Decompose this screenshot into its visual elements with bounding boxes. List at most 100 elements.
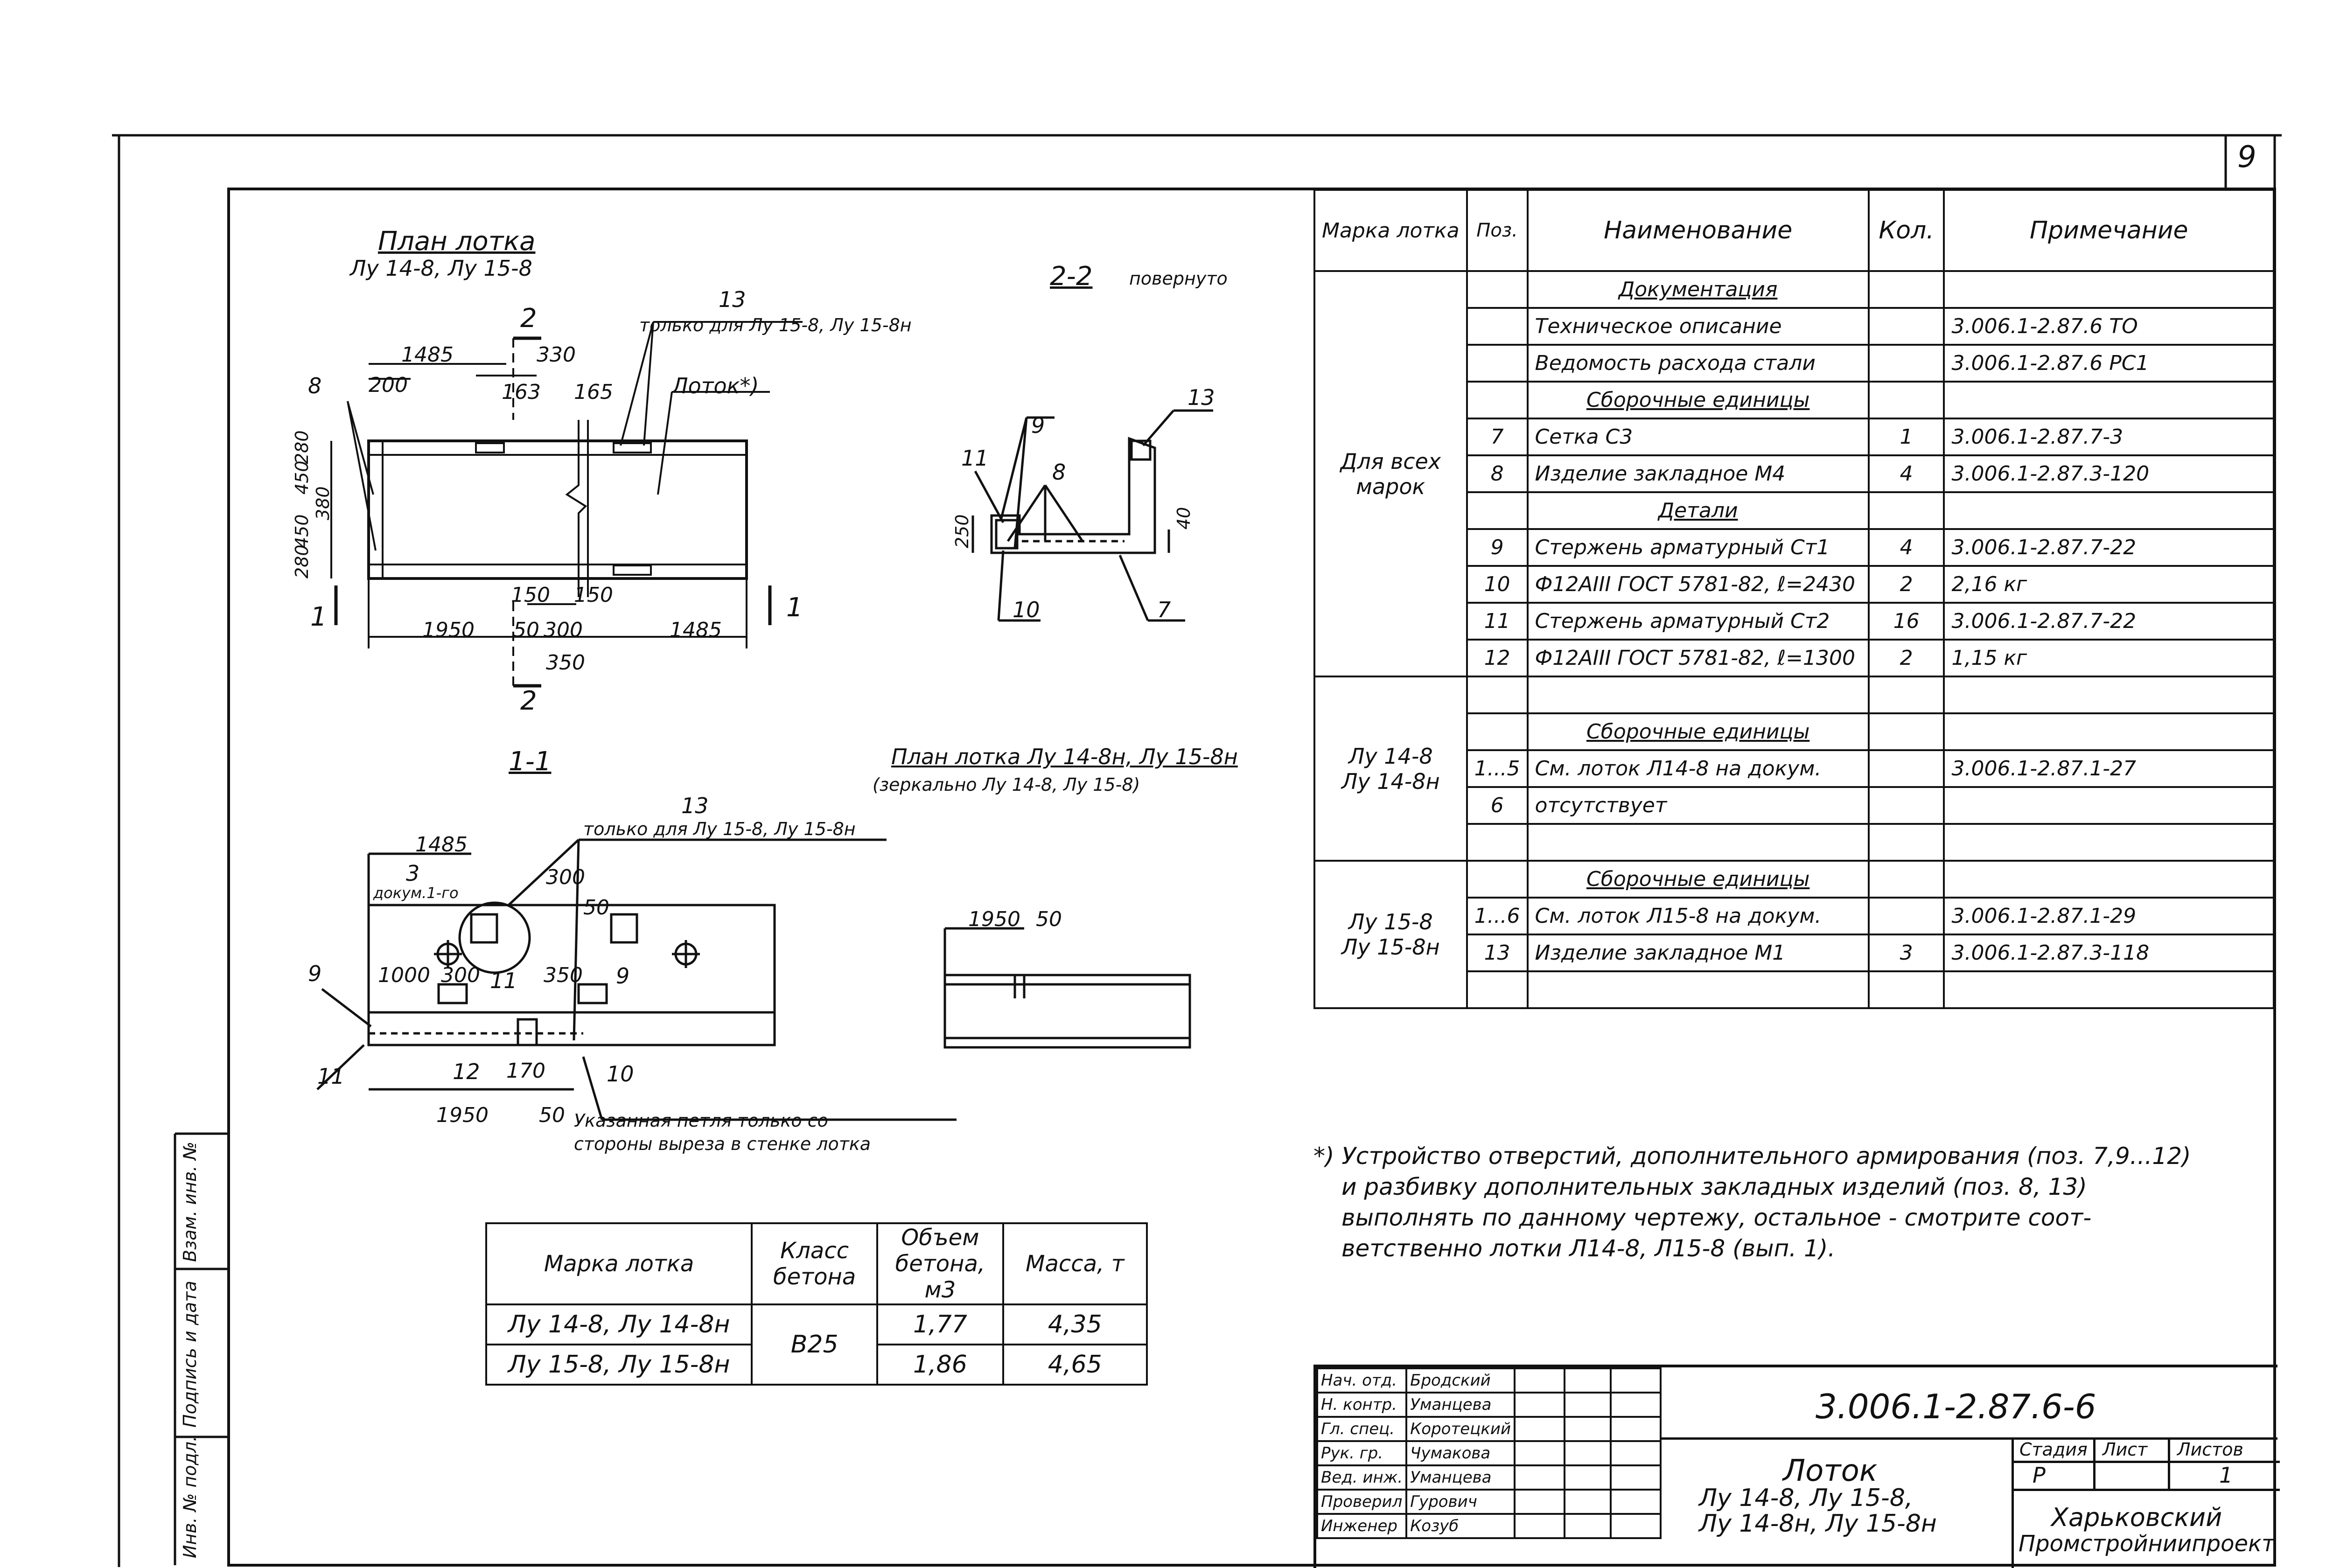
signature-role: Рук. гр.: [1316, 1440, 1408, 1466]
spec-cell-kol: [1867, 749, 1945, 788]
spec-group-marka: Лу 14-8 Лу 14-8н: [1313, 676, 1468, 862]
mass-table: Марка лотка Класс бетона Объем бетона, м…: [485, 1222, 1148, 1386]
signature-sign: [1514, 1416, 1566, 1442]
section-2-2-title: 2-2: [1050, 261, 1093, 292]
cut-1-left: 1: [310, 602, 327, 632]
signature-name: Уманцева: [1405, 1392, 1516, 1418]
side-stamp-sign: Подпись и дата: [180, 1281, 200, 1428]
section-1-1-drawing: [316, 838, 957, 1121]
sheet-label: Лист: [2102, 1439, 2148, 1460]
spec-cell-name: Стержень арматурный Ст2: [1526, 602, 1870, 641]
spec-cell-poz: [1466, 712, 1529, 751]
spec-cell-kol: [1867, 381, 1945, 419]
footnote-line-4: ветственно лотки Л14-8, Л15-8 (вып. 1).: [1341, 1235, 1836, 1262]
sheet-number: 9: [2237, 140, 2256, 174]
plan-title: План лотка: [378, 226, 536, 257]
spec-cell-name: Сборочные единицы: [1526, 712, 1870, 751]
spec-header-row: Марка лотка Поз. Наименование Кол. Приме…: [1313, 189, 2275, 272]
section-1-1-only-note: только для Лу 15-8, Лу 15-8н: [583, 819, 856, 839]
dim-300-sect11-top: 300: [546, 865, 585, 889]
dim-280-top: 280: [292, 430, 312, 464]
pos-11c-sect11: 11: [317, 1064, 345, 1089]
footnote-line-3: выполнять по данному чертежу, остальное …: [1341, 1204, 2092, 1231]
dim-450-top: 450: [292, 460, 312, 495]
spec-cell-name: Сетка С3: [1526, 418, 1870, 456]
loop-note-1: Указанная петля только со: [574, 1110, 828, 1131]
dim-200: 200: [369, 373, 408, 397]
footnote-line-1: *) Устройство отверстий, дополнительного…: [1313, 1143, 2191, 1170]
spec-cell-poz: 10: [1466, 565, 1529, 604]
org-name-2: Промстройниипроект: [2019, 1531, 2275, 1557]
signature-role: Инженер: [1316, 1513, 1408, 1539]
spec-cell-prim: [1943, 381, 2275, 419]
dim-1000: 1000: [378, 963, 430, 987]
spec-cell-name: [1526, 970, 1870, 1009]
spec-cell-poz: [1466, 823, 1529, 862]
spec-header-kol: Кол.: [1867, 189, 1945, 272]
signature-row: Вед. инж.Уманцева: [1316, 1464, 1662, 1491]
mass-row: Лу 14-8, Лу 14-8н В25 1,77 4,35: [485, 1303, 1148, 1386]
dim-380: 380: [313, 486, 333, 520]
dim-350-plan: 350: [546, 651, 585, 675]
mass-row: Лу 15-8, Лу 15-8н 1,86 4,65: [485, 1344, 1148, 1386]
spec-cell-prim: [1943, 860, 2275, 899]
spec-row: Сборочные единицы: [1314, 712, 2275, 751]
dim-280-bottom: 280: [292, 544, 312, 578]
stage-value: Р: [2033, 1463, 2046, 1488]
signature-sign: [1514, 1392, 1566, 1418]
spec-cell-prim: [1943, 270, 2275, 309]
spec-cell-kol: [1867, 712, 1945, 751]
spec-cell-poz: 8: [1466, 454, 1529, 493]
spec-row: [1314, 970, 2275, 1009]
spec-cell-name: Техническое описание: [1526, 307, 1870, 346]
dim-1950-plan: 1950: [422, 618, 475, 642]
pos-11b-sect11: 11: [490, 968, 517, 993]
footnote-line-2: и разбивку дополнительных закладных изде…: [1341, 1173, 2087, 1200]
spec-cell-prim: 3.006.1-2.87.7-3: [1943, 418, 2275, 456]
mirror-plan-title: План лотка Лу 14-8н, Лу 15-8н: [891, 744, 1238, 769]
pos-9a-sect11: 9: [308, 961, 322, 986]
plan-drawing: [330, 321, 803, 688]
signature-sign: [1514, 1489, 1566, 1515]
plan-subtitle: Лу 14-8, Лу 15-8: [350, 256, 532, 281]
spec-cell-poz: 12: [1466, 639, 1529, 677]
signature-role: Вед. инж.: [1316, 1464, 1408, 1491]
spec-cell-prim: [1943, 491, 2275, 530]
mass-row-marka: Лу 15-8, Лу 15-8н: [485, 1344, 753, 1386]
signature-role: Нач. отд.: [1316, 1367, 1408, 1394]
signature-extra: [1609, 1489, 1662, 1515]
spec-cell-kol: 1: [1867, 418, 1945, 456]
spec-cell-poz: 13: [1466, 934, 1529, 972]
signature-extra: [1609, 1416, 1662, 1442]
spec-cell-name: Изделие закладное М4: [1526, 454, 1870, 493]
spec-cell-poz: 1...6: [1466, 897, 1529, 935]
spec-cell-kol: [1867, 860, 1945, 899]
cut-1-right: 1: [786, 592, 803, 623]
signature-extra: [1609, 1440, 1662, 1466]
dim-1485-top: 1485: [401, 343, 454, 367]
stage-label: Стадия: [2019, 1439, 2088, 1460]
spec-cell-name: См. лоток Л14-8 на докум.: [1526, 749, 1870, 788]
spec-row: Детали: [1314, 491, 2275, 530]
spec-cell-prim: [1943, 786, 2275, 825]
mass-row-massa: 4,35: [1002, 1303, 1148, 1345]
spec-group-marka: Лу 15-8 Лу 15-8н: [1313, 860, 1468, 1009]
signature-extra: [1609, 1464, 1662, 1491]
spec-cell-name: Ф12АIII ГОСТ 5781-82, ℓ=1300: [1526, 639, 1870, 677]
spec-cell-kol: [1867, 786, 1945, 825]
dim-1485-bottom: 1485: [670, 618, 722, 642]
spec-cell-poz: 11: [1466, 602, 1529, 641]
pos-13-section: 13: [1187, 385, 1215, 410]
signature-date: [1564, 1416, 1612, 1442]
spec-cell-prim: [1943, 676, 2275, 714]
